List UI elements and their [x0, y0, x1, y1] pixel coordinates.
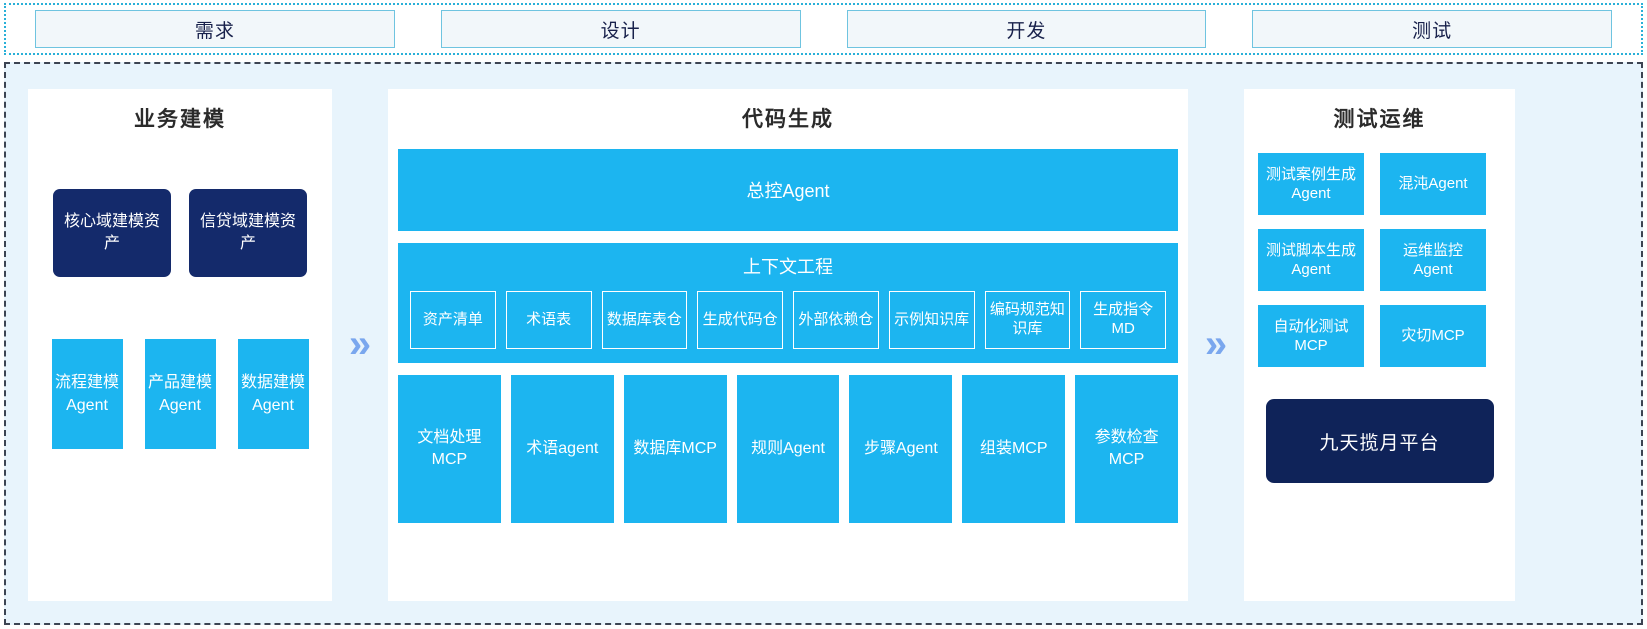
context-engineering-items: 资产清单 术语表 数据库表仓 生成代码仓 外部依赖仓 示例知识库 编码规范知识库… — [410, 291, 1166, 349]
context-item-example-knowledge-base[interactable]: 示例知识库 — [888, 291, 975, 349]
tool-card-glossary-agent[interactable]: 术语agent — [510, 375, 614, 523]
code-generation-tool-row: 文档处理MCP 术语agent 数据库MCP 规则Agent 步骤Agent 组… — [398, 375, 1179, 523]
ops-card-test-script-generation-agent[interactable]: 测试脚本生成Agent — [1258, 229, 1364, 291]
phase-box-design[interactable]: 设计 — [440, 10, 801, 48]
phase-label: 测试 — [1412, 20, 1453, 42]
test-ops-card-grid: 测试案例生成Agent 混沌Agent 测试脚本生成Agent 运维监控Agen… — [1258, 153, 1501, 367]
context-item-external-dependency-repo[interactable]: 外部依赖仓 — [793, 291, 879, 349]
modeling-agent-data[interactable]: 数据建模Agent — [237, 339, 309, 449]
ops-card-chaos-agent[interactable]: 混沌Agent — [1380, 153, 1486, 215]
context-item-coding-standard-knowledge-base[interactable]: 编码规范知识库 — [984, 291, 1071, 349]
tool-card-database-mcp[interactable]: 数据库MCP — [623, 375, 727, 523]
panel-code-generation: 代码生成 总控Agent 上下文工程 资产清单 术语表 数据库表仓 生成代码仓 … — [388, 89, 1188, 601]
main-container: 业务建模 核心域建模资产 信贷域建模资产 流程建模Agent 产品建模Agent… — [4, 62, 1643, 625]
phase-box-testing[interactable]: 测试 — [1252, 10, 1612, 48]
tool-card-parameter-check-mcp[interactable]: 参数检查MCP — [1075, 375, 1179, 523]
double-chevron-right-icon-right: » — [1204, 321, 1228, 366]
context-item-generated-code-repo[interactable]: 生成代码仓 — [697, 291, 783, 349]
modeling-agent-row: 流程建模Agent 产品建模Agent 数据建模Agent — [51, 339, 309, 449]
asset-card-credit-domain[interactable]: 信贷域建模资产 — [189, 189, 307, 277]
modeling-agent-process[interactable]: 流程建模Agent — [51, 339, 123, 449]
panel-business-modeling: 业务建模 核心域建模资产 信贷域建模资产 流程建模Agent 产品建模Agent… — [28, 89, 332, 601]
phase-label: 开发 — [1006, 20, 1047, 42]
tool-card-assembly-mcp[interactable]: 组装MCP — [962, 375, 1066, 523]
panel-title-business-modeling: 业务建模 — [134, 108, 226, 131]
panel-test-ops: 测试运维 测试案例生成Agent 混沌Agent 测试脚本生成Agent 运维监… — [1244, 89, 1515, 601]
code-generation-body: 总控Agent 上下文工程 资产清单 术语表 数据库表仓 生成代码仓 外部依赖仓… — [398, 149, 1179, 523]
modeling-agent-product[interactable]: 产品建模Agent — [144, 339, 216, 449]
tool-card-document-processing-mcp[interactable]: 文档处理MCP — [398, 375, 501, 523]
context-item-asset-inventory[interactable]: 资产清单 — [410, 291, 496, 349]
double-chevron-right-icon-left: » — [348, 321, 372, 366]
context-engineering-title: 上下文工程 — [743, 257, 833, 277]
context-engineering-block: 上下文工程 资产清单 术语表 数据库表仓 生成代码仓 外部依赖仓 示例知识库 编… — [398, 243, 1178, 363]
tool-card-step-agent[interactable]: 步骤Agent — [849, 375, 953, 523]
ops-card-ops-monitoring-agent[interactable]: 运维监控Agent — [1380, 229, 1486, 291]
panel-title-code-generation: 代码生成 — [742, 108, 834, 131]
ops-card-test-case-generation-agent[interactable]: 测试案例生成Agent — [1258, 153, 1364, 215]
phase-label: 设计 — [600, 20, 641, 42]
panel-title-test-ops: 测试运维 — [1333, 108, 1426, 131]
context-item-glossary[interactable]: 术语表 — [505, 291, 592, 349]
context-item-db-table-repo[interactable]: 数据库表仓 — [601, 291, 688, 349]
phase-strip: 需求 设计 开发 测试 — [4, 3, 1643, 55]
ops-card-disaster-switch-mcp[interactable]: 灾切MCP — [1380, 305, 1486, 367]
context-item-generation-instruction-md[interactable]: 生成指令MD — [1080, 291, 1166, 349]
tool-card-rule-agent[interactable]: 规则Agent — [736, 375, 840, 523]
master-agent-bar[interactable]: 总控Agent — [398, 149, 1178, 231]
phase-label: 需求 — [194, 20, 235, 42]
platform-card-jiutian-lanyue[interactable]: 九天揽月平台 — [1265, 399, 1494, 483]
ops-card-automated-test-mcp[interactable]: 自动化测试MCP — [1258, 305, 1364, 367]
business-asset-row: 核心域建模资产 信贷域建模资产 — [53, 189, 307, 277]
asset-card-core-domain[interactable]: 核心域建模资产 — [53, 189, 171, 277]
phase-box-requirements[interactable]: 需求 — [35, 10, 395, 48]
phase-box-development[interactable]: 开发 — [846, 10, 1207, 48]
